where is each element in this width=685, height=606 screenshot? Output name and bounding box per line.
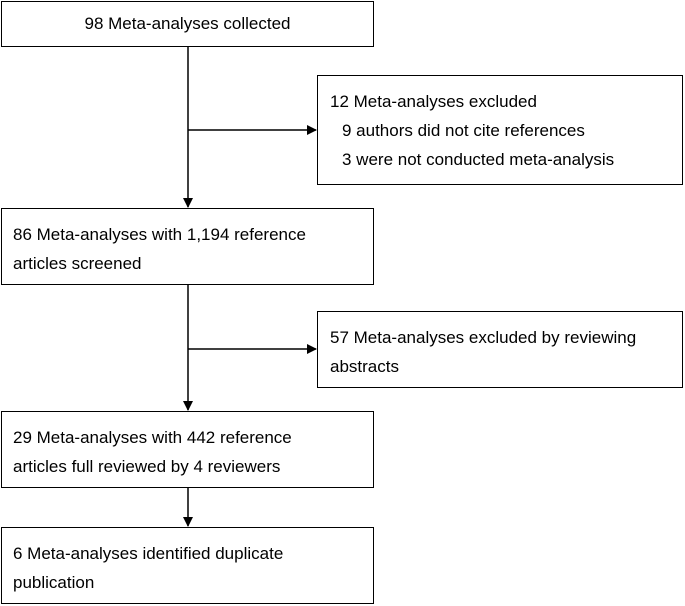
collected-box: 98 Meta-analyses collected (1, 1, 374, 47)
identified-text-line: 6 Meta-analyses identified duplicate (13, 544, 284, 563)
excluded-second-text-line: 57 Meta-analyses excluded by reviewing (330, 328, 637, 347)
identified-text-line: publication (13, 573, 95, 592)
excluded-first-title: 12 Meta-analyses excluded (330, 92, 537, 111)
collected-text: 98 Meta-analyses collected (84, 14, 291, 33)
screened-text-line: articles screened (13, 254, 142, 273)
screened-text-line: 86 Meta-analyses with 1,194 reference (13, 225, 306, 244)
reviewed-box: 29 Meta-analyses with 442 reference arti… (1, 411, 374, 488)
excluded-second-box: 57 Meta-analyses excluded by reviewing a… (317, 311, 683, 388)
exclusion-reason: 3 were not conducted meta-analysis (342, 150, 615, 169)
screened-box: 86 Meta-analyses with 1,194 reference ar… (1, 208, 374, 285)
exclusion-reason: 9 authors did not cite references (342, 121, 585, 140)
identified-box: 6 Meta-analyses identified duplicate pub… (1, 527, 374, 604)
excluded-second-text-line: abstracts (330, 357, 399, 376)
reviewed-text-line: 29 Meta-analyses with 442 reference (13, 428, 292, 447)
reviewed-text-line: articles full reviewed by 4 reviewers (13, 457, 281, 476)
excluded-first-box: 12 Meta-analyses excluded 9 authors did … (317, 75, 683, 185)
